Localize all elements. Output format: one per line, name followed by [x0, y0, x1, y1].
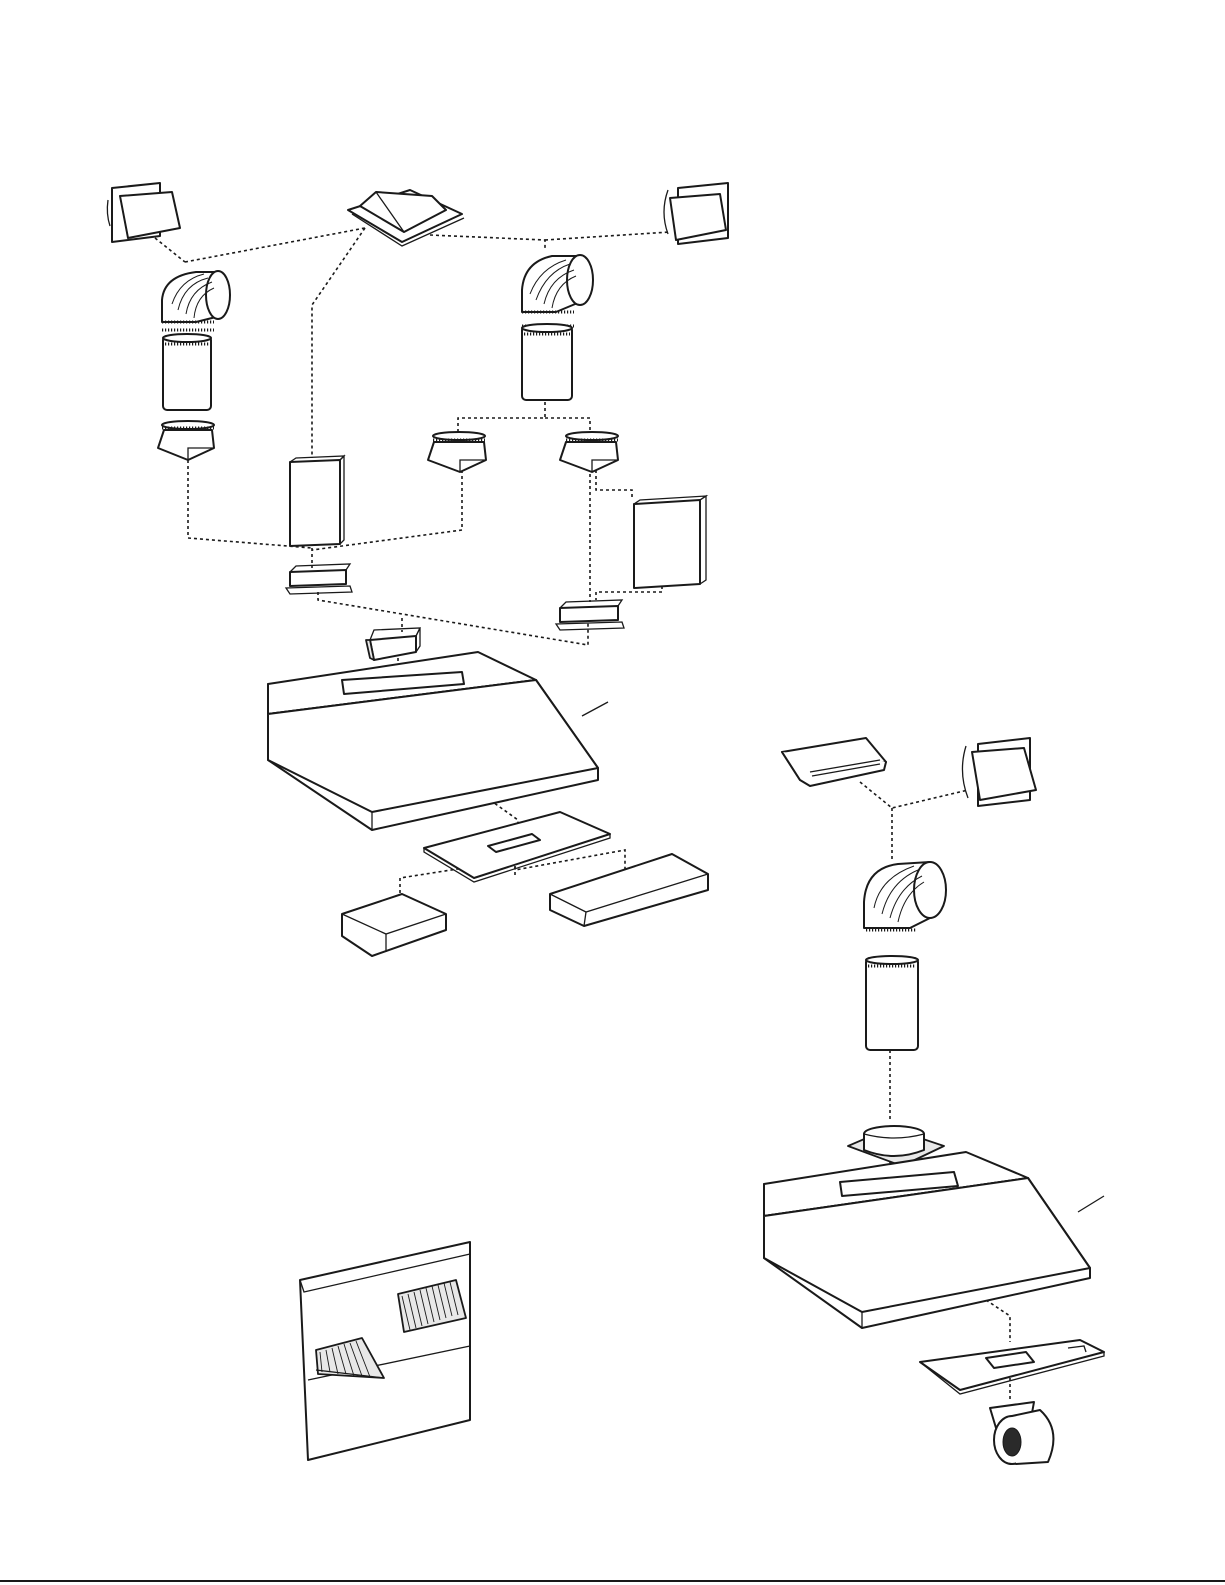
range-hood-body-right [764, 1152, 1104, 1328]
elbow-far-right [864, 862, 946, 930]
wall-cap-far-right [962, 738, 1036, 806]
elbow-right [522, 255, 593, 326]
round-duct-far-right [866, 956, 918, 1050]
wall-cap-left [107, 183, 180, 242]
round-duct-right [522, 324, 572, 400]
elbow-left [162, 271, 230, 330]
filter-right [550, 854, 708, 926]
roof-cap [348, 190, 464, 246]
rect-duct-right [634, 496, 706, 588]
round-duct-left [163, 334, 211, 410]
hood-rear-panel-assembly [300, 1242, 470, 1460]
blower-mounting-plate [920, 1340, 1104, 1394]
wall-cap-right [664, 183, 728, 244]
damper-adapter-right [556, 600, 624, 630]
roof-cap-right [782, 738, 886, 786]
damper-adapter-center [286, 564, 352, 594]
transition-left [158, 421, 214, 460]
ducted-hood-assembly [107, 183, 728, 956]
blower-motor [990, 1402, 1053, 1464]
transition-right [560, 432, 618, 472]
round-duct-hood-assembly [764, 738, 1104, 1464]
range-hood-body [268, 652, 608, 830]
transition-center [428, 432, 486, 472]
rect-duct-center [290, 456, 344, 546]
damper-connector [366, 628, 420, 660]
filter-left [342, 894, 446, 956]
hood-bottom-liner [424, 812, 610, 882]
